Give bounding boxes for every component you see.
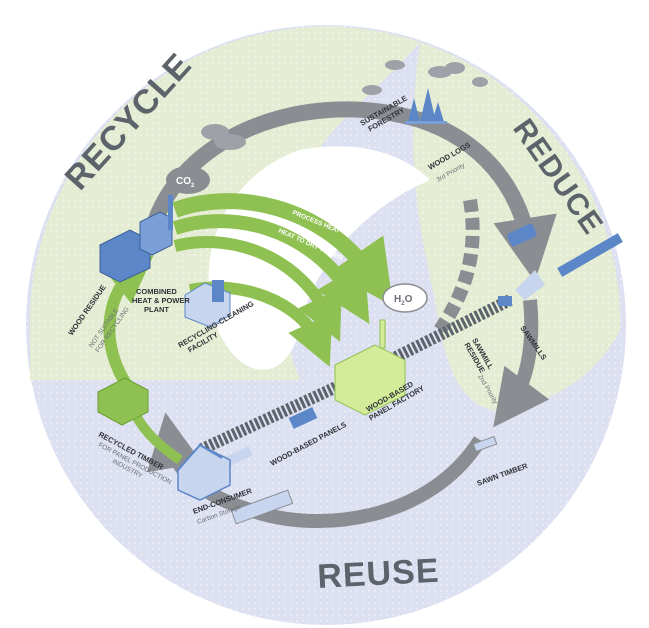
residue-arrow: [493, 299, 550, 428]
recycling-facility-icon: [184, 280, 231, 328]
process-heat-arrow: [172, 193, 394, 307]
clouds: [201, 60, 488, 150]
electricity-arrow: [173, 236, 342, 342]
house-icon: [177, 443, 231, 501]
wood-logs-icon: [507, 223, 623, 277]
h2o-text: H2O: [394, 294, 413, 307]
co2-text: CO2: [176, 176, 195, 189]
panel-factory-icon: [334, 319, 406, 416]
sawmill-icon: [498, 270, 545, 306]
logs-to-panel-arrow: [434, 198, 480, 334]
recycled-timber-icon: [97, 377, 149, 426]
heat-dry-arrow: [172, 214, 370, 324]
cloud-left: [201, 124, 246, 150]
cloud-small: [362, 77, 488, 95]
co2-cloud: [166, 166, 210, 194]
h2o-emission: H2O: [382, 283, 428, 313]
forest-icon: [405, 88, 447, 124]
cloud-top: [385, 60, 465, 78]
co2-emission: CO2: [166, 166, 210, 194]
reuse-label: REUSE: [316, 552, 440, 596]
chp-plant-label: COMBINED HEAT & POWER PLANT: [132, 287, 192, 314]
h2o-cloud: [382, 283, 428, 313]
chp-plant-icon: [99, 195, 173, 283]
conveyor-line: [197, 294, 513, 456]
energy-arrows: [101, 193, 394, 465]
sawn-timber-icon: [230, 435, 498, 525]
